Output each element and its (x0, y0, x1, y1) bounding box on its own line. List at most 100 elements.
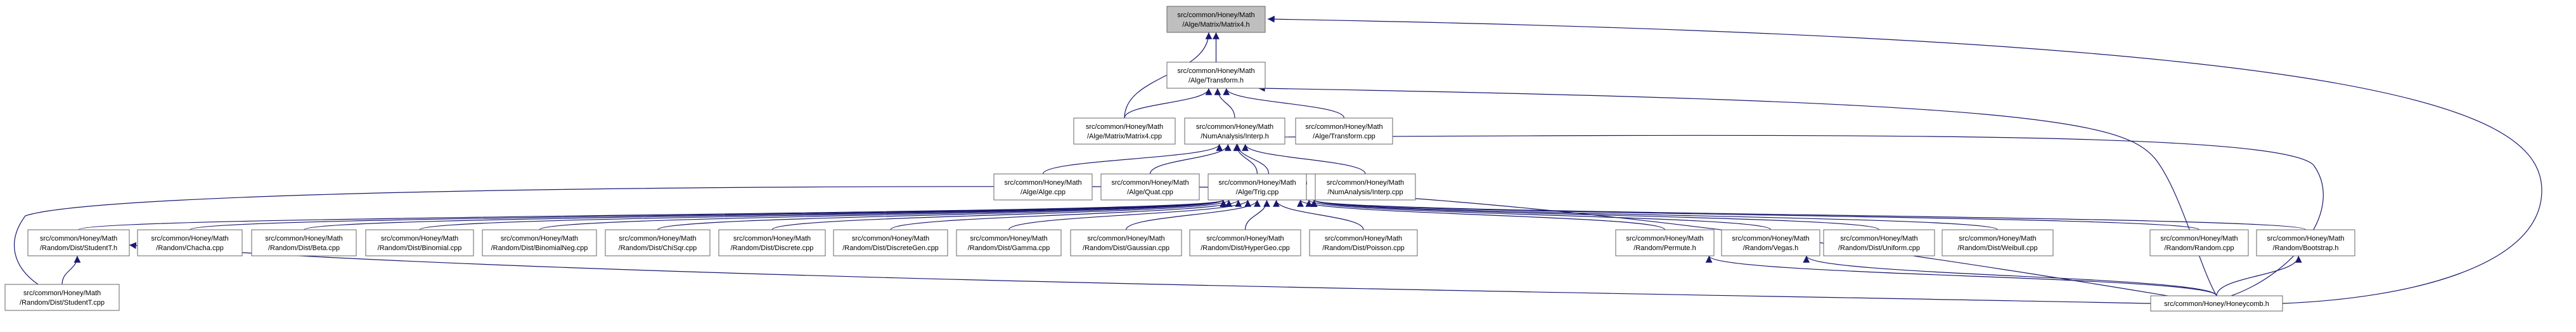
include-edge (1706, 255, 2217, 296)
node-label-line: /Random/Dist/Beta.cpp (268, 244, 340, 252)
include-edge (1311, 199, 1999, 230)
include-edge (1223, 88, 1345, 119)
include-edge (1305, 199, 1772, 230)
node-label-line: /Random/Dist/Gamma.cpp (968, 244, 1050, 252)
node-gamma-cpp[interactable]: src/common/Honey/Math/Random/Dist/Gamma.… (956, 229, 1062, 256)
node-label-line: src/common/Honey/Math (1177, 67, 1254, 75)
node-label-line: src/common/Honey/Math (1840, 235, 1917, 242)
node-label-line: src/common/Honey/Honeycomb.h (2164, 300, 2269, 308)
include-edge (303, 199, 1227, 230)
node-box (833, 229, 948, 256)
node-random-cpp[interactable]: src/common/Honey/Math/Random/Random.cpp (2149, 229, 2249, 256)
include-edge (2216, 255, 2302, 296)
include-edge (419, 199, 1227, 230)
node-studentt-cpp[interactable]: src/common/Honey/Math/Random/Dist/Studen… (4, 284, 120, 311)
node-vegas-h[interactable]: src/common/Honey/Math/Random/Vegas.h (1721, 229, 1820, 256)
edge-layer (14, 15, 2542, 304)
include-edge (1244, 199, 1270, 230)
node-label-line: /Alge/Transform.cpp (1313, 133, 1375, 140)
node-label-line: /Alge/Alge.cpp (1021, 189, 1066, 196)
node-label-line: /Random/Dist/BinomialNeg.cpp (491, 244, 588, 252)
node-label-line: src/common/Honey/Math (1959, 235, 2036, 242)
node-box (2150, 295, 2283, 312)
include-edge (1242, 143, 1366, 175)
node-bootstrap-h[interactable]: src/common/Honey/Math/Random/Bootstrap.h (2256, 229, 2355, 256)
node-chacha-cpp[interactable]: src/common/Honey/Math/Random/Chacha.cpp (137, 229, 243, 256)
node-poisson-cpp[interactable]: src/common/Honey/Math/Random/Dist/Poisso… (1309, 229, 1418, 256)
node-quat-cpp[interactable]: src/common/Honey/Math/Alge/Quat.cpp (1100, 173, 1200, 201)
node-permute-h[interactable]: src/common/Honey/Math/Random/Permute.h (1615, 229, 1715, 256)
node-label-line: src/common/Honey/Math (381, 235, 458, 242)
node-label-line: src/common/Honey/Math (1004, 179, 1081, 187)
node-box (482, 229, 597, 256)
node-label-line: src/common/Honey/Math (151, 235, 228, 242)
node-discrete-cpp[interactable]: src/common/Honey/Math/Random/Dist/Discre… (718, 229, 826, 256)
node-discretegen-cpp[interactable]: src/common/Honey/Math/Random/Dist/Discre… (833, 229, 948, 256)
node-box (365, 229, 474, 256)
node-binomial-cpp[interactable]: src/common/Honey/Math/Random/Dist/Binomi… (365, 229, 474, 256)
include-edge (1803, 255, 2217, 296)
node-label-line: src/common/Honey/Math (501, 235, 578, 242)
node-label-line: /Random/Chacha.cpp (156, 244, 223, 252)
node-beta-cpp[interactable]: src/common/Honey/Math/Random/Dist/Beta.c… (251, 229, 357, 256)
node-label-line: /Random/Dist/Discrete.cpp (731, 244, 814, 252)
node-box (1189, 229, 1301, 256)
node-label-line: src/common/Honey/Math (2267, 235, 2344, 242)
node-trig-cpp[interactable]: src/common/Honey/Math/Alge/Trig.cpp (1208, 173, 1307, 201)
node-alge-cpp[interactable]: src/common/Honey/Math/Alge/Alge.cpp (993, 173, 1093, 201)
node-binomialneg-cpp[interactable]: src/common/Honey/Math/Random/Dist/Binomi… (482, 229, 597, 256)
node-box (1166, 62, 1266, 89)
node-box (1315, 173, 1416, 201)
node-box (1100, 173, 1200, 201)
include-edge (539, 199, 1227, 230)
node-box (1070, 229, 1182, 256)
include-edge (771, 199, 1232, 230)
include-edge (1149, 143, 1232, 175)
node-box (1166, 6, 1266, 33)
node-honeycomb-h[interactable]: src/common/Honey/Honeycomb.h (2150, 295, 2283, 312)
node-label-line: /NumAnalysis/Interp.h (1201, 133, 1269, 140)
node-label-line: src/common/Honey/Math (1626, 235, 1703, 242)
node-label-line: /Random/Dist/HyperGeo.cpp (1201, 244, 1290, 252)
node-weibull-cpp[interactable]: src/common/Honey/Math/Random/Dist/Weibul… (1942, 229, 2054, 256)
node-hypergeo-cpp[interactable]: src/common/Honey/Math/Random/Dist/HyperG… (1189, 229, 1301, 256)
node-box (251, 229, 357, 256)
include-edge (1124, 32, 1213, 119)
node-box (1721, 229, 1820, 256)
node-label-line: /Random/Dist/StudentT.cpp (20, 299, 105, 307)
include-edge (1273, 199, 1364, 230)
node-label-line: /Alge/Trig.cpp (1236, 189, 1278, 196)
node-uniform-cpp[interactable]: src/common/Honey/Math/Random/Dist/Unifor… (1823, 229, 1935, 256)
node-label-line: /Random/Dist/Gaussian.cpp (1083, 244, 1169, 252)
include-edge (1125, 199, 1261, 230)
node-label-line: src/common/Honey/Math (852, 235, 929, 242)
node-gaussian-cpp[interactable]: src/common/Honey/Math/Random/Dist/Gaussi… (1070, 229, 1182, 256)
node-interp-h[interactable]: src/common/Honey/Math/NumAnalysis/Interp… (1184, 117, 1285, 145)
node-label-line: /NumAnalysis/Interp.cpp (1327, 189, 1403, 196)
node-label-line: /Random/Bootstrap.h (2273, 244, 2339, 252)
node-label-line: src/common/Honey/Math (1087, 235, 1164, 242)
node-transform-h[interactable]: src/common/Honey/Math/Alge/Transform.h (1166, 62, 1266, 89)
node-label-line: /Alge/Transform.h (1188, 77, 1244, 84)
include-edge (1214, 88, 1235, 119)
node-chisqr-cpp[interactable]: src/common/Honey/Math/Random/Dist/ChiSqr… (605, 229, 711, 256)
node-label-line: /Random/Dist/DiscreteGen.cpp (842, 244, 939, 252)
node-studentt-h[interactable]: src/common/Honey/Math/Random/Dist/Studen… (27, 229, 130, 256)
node-matrix4-h[interactable]: src/common/Honey/Math/Alge/Matrix/Matrix… (1166, 6, 1266, 33)
node-label-line: src/common/Honey/Math (1177, 11, 1254, 19)
node-label-line: src/common/Honey/Math (1111, 179, 1188, 187)
node-box (1615, 229, 1715, 256)
node-label-line: /Alge/Matrix/Matrix4.h (1182, 21, 1249, 29)
include-edge (1042, 143, 1223, 175)
include-edge (129, 242, 2151, 304)
node-interp-cpp[interactable]: src/common/Honey/Math/NumAnalysis/Interp… (1315, 173, 1416, 201)
include-edge (1267, 15, 2542, 304)
node-transform-cpp[interactable]: src/common/Honey/Math/Alge/Transform.cpp (1295, 117, 1393, 145)
node-box (993, 173, 1093, 201)
node-box (1295, 117, 1393, 145)
node-label-line: /Random/Vegas.h (1743, 244, 1798, 252)
node-label-line: /Random/Dist/Uniform.cpp (1838, 244, 1920, 252)
node-label-line: src/common/Honey/Math (733, 235, 811, 242)
node-matrix4-cpp[interactable]: src/common/Honey/Math/Alge/Matrix/Matrix… (1073, 117, 1176, 145)
